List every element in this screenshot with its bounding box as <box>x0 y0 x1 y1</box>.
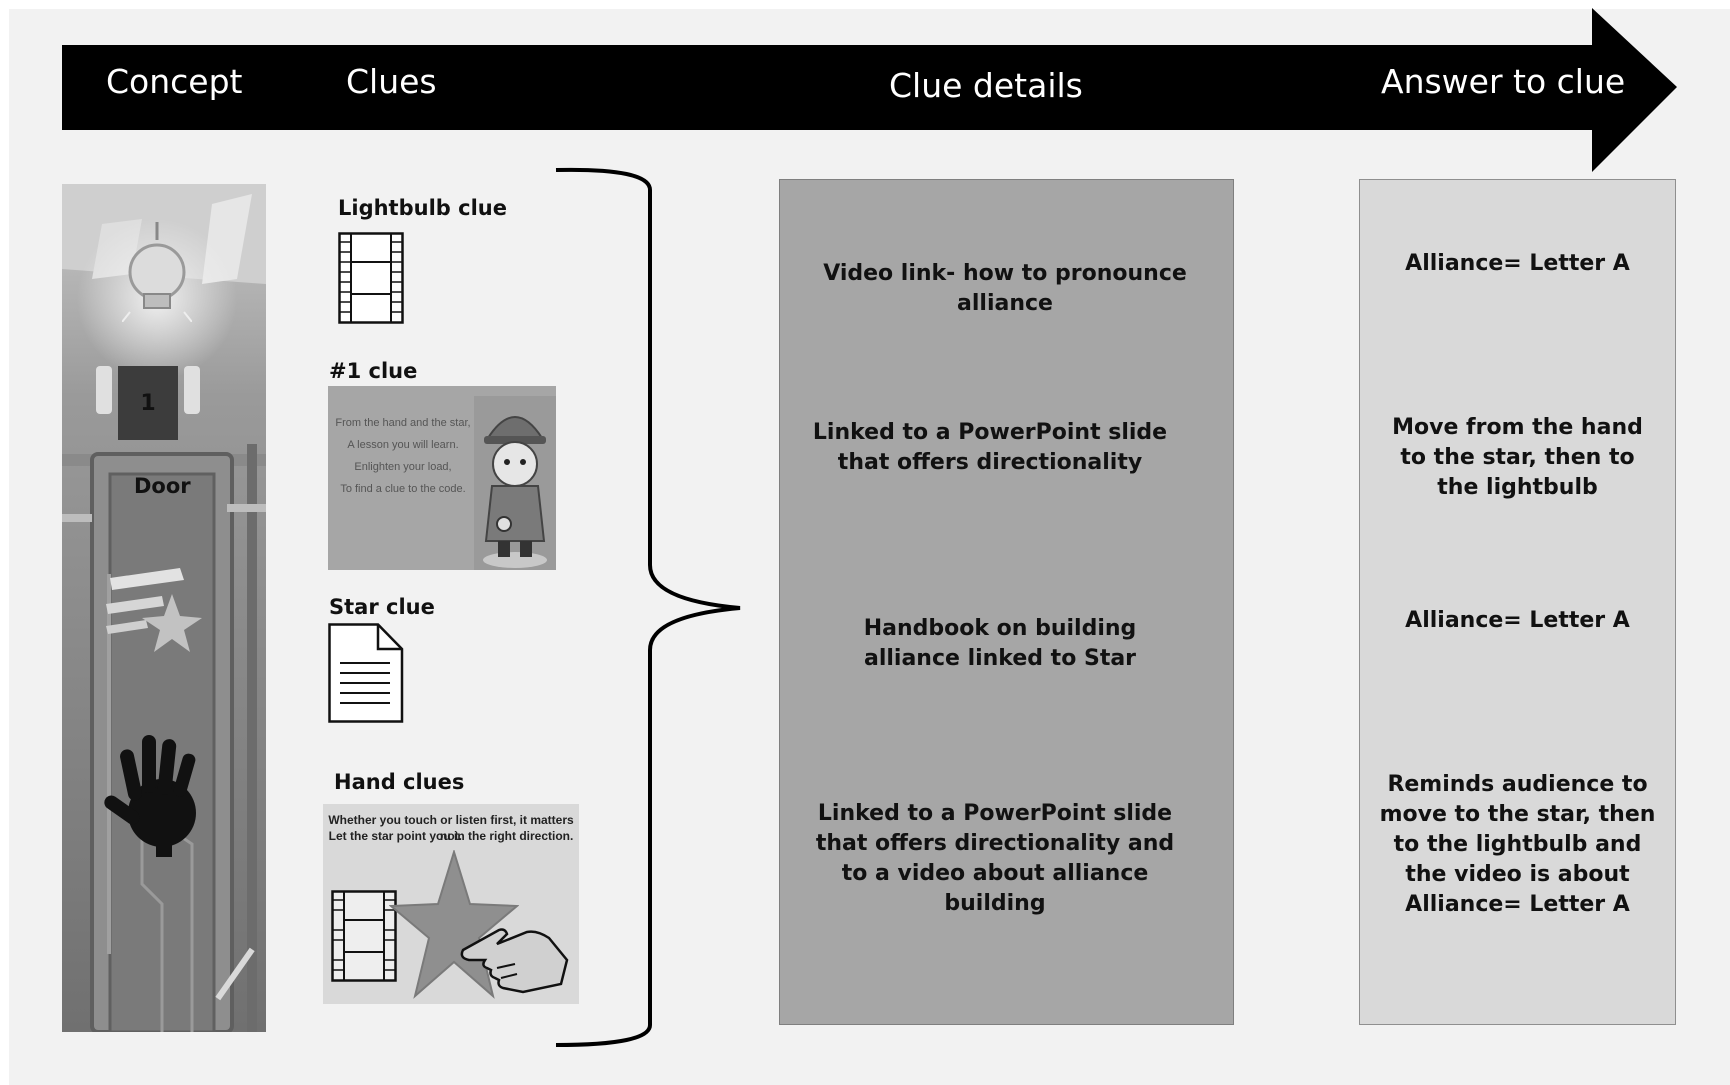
lightbulb-icon <box>122 222 192 322</box>
poem-line-1: From the hand and the star, <box>335 417 471 429</box>
hand-print-icon <box>104 735 196 857</box>
answers-box <box>1359 179 1676 1025</box>
header-clue-details: Clue details <box>889 66 1083 105</box>
answer-item-2: Move from the hand to the star, then to … <box>1392 415 1643 500</box>
answer-item-3: Alliance= Letter A <box>1405 608 1630 633</box>
clue-details-box <box>779 179 1234 1025</box>
answer-item-1: Alliance= Letter A <box>1405 251 1630 276</box>
hand-film-strip-icon <box>331 890 397 982</box>
bracket <box>555 167 741 1047</box>
answer-item-4: Reminds audience to move to the star, th… <box>1379 772 1656 917</box>
film-strip-icon[interactable] <box>338 232 404 324</box>
door-image: 1 Door <box>62 184 266 1032</box>
door-number-plate: 1 <box>118 366 178 440</box>
star-icon <box>389 850 519 999</box>
star-clue-title: Star clue <box>329 595 435 619</box>
number1-clue-title: #1 clue <box>329 359 418 383</box>
door-illustration <box>62 184 266 1032</box>
header-clues: Clues <box>346 62 437 101</box>
detail-item-1: Video link- how to pronounce alliance <box>823 261 1187 316</box>
door-label: Door <box>134 474 191 498</box>
detail-item-2: Linked to a PowerPoint slide that offers… <box>812 420 1168 475</box>
detail-item-3: Handbook on building alliance linked to … <box>863 616 1137 671</box>
header-concept: Concept <box>106 62 243 101</box>
poem-line-3: Enlighten your load, <box>354 461 452 473</box>
detective-icon <box>483 416 547 568</box>
hand-clue-card[interactable]: Whether you touch or listen first, it ma… <box>323 804 579 1004</box>
header-answer-to-clue: Answer to clue <box>1381 62 1626 101</box>
number1-clue-card[interactable]: From the hand and the star, A lesson you… <box>328 386 556 570</box>
wall-light-right <box>184 366 200 414</box>
document-icon[interactable] <box>328 623 404 723</box>
pointing-hand-icon <box>460 928 569 994</box>
wall-light-left <box>96 366 112 414</box>
poem-line-4: To find a clue to the code. <box>340 483 466 495</box>
star-emblem-icon <box>106 568 202 652</box>
header-arrow <box>62 8 1677 172</box>
lightbulb-clue-title: Lightbulb clue <box>338 196 507 220</box>
detail-item-4: Linked to a PowerPoint slide that offers… <box>815 801 1175 916</box>
poem-line-2: A lesson you will learn. <box>347 439 459 451</box>
hand-note-line-2: Let the star point you in the right dire… <box>328 829 574 843</box>
hand-clues-title: Hand clues <box>334 770 465 794</box>
hand-note-line-1: Whether you touch or listen first, it ma… <box>328 813 574 843</box>
